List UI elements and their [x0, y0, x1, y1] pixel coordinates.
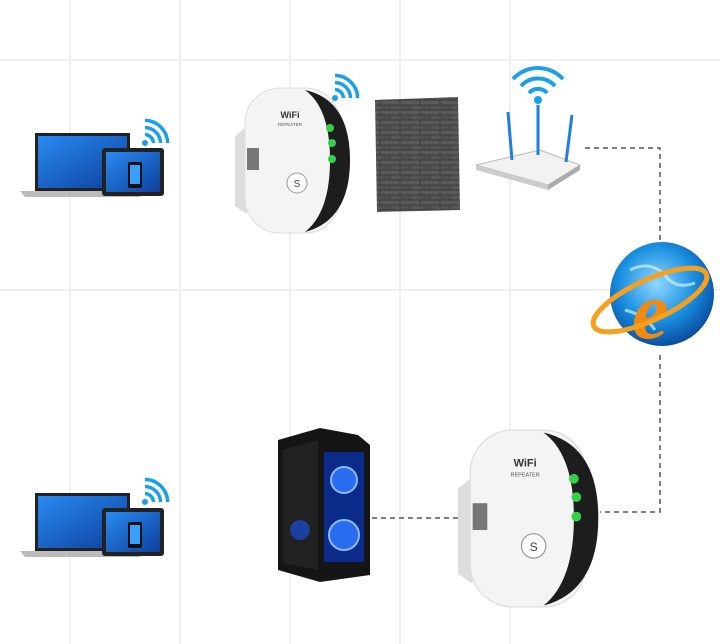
link-router-internet	[585, 147, 661, 240]
repeater-logo-sub: REPEATER	[511, 472, 540, 478]
repeater-logo: WiFi	[514, 458, 537, 470]
wifi-signal-icon	[136, 473, 174, 511]
repeater-logo-sub: REPEATER	[278, 122, 303, 127]
wifi-signal-icon	[136, 114, 174, 152]
wifi-signal-icon	[326, 69, 364, 107]
desktop-tower-icon	[278, 428, 370, 582]
brick-wall-icon	[375, 97, 460, 212]
internet-globe-icon: e	[590, 242, 714, 356]
link-internet-repeater	[600, 355, 661, 513]
dashed-links	[372, 147, 661, 519]
repeater-logo: WiFi	[281, 110, 300, 120]
wifi-repeater-icon: WiFi REPEATER	[457, 429, 599, 608]
wifi-repeater-icon: WiFi REPEATER	[234, 87, 351, 234]
router-icon	[475, 66, 582, 190]
